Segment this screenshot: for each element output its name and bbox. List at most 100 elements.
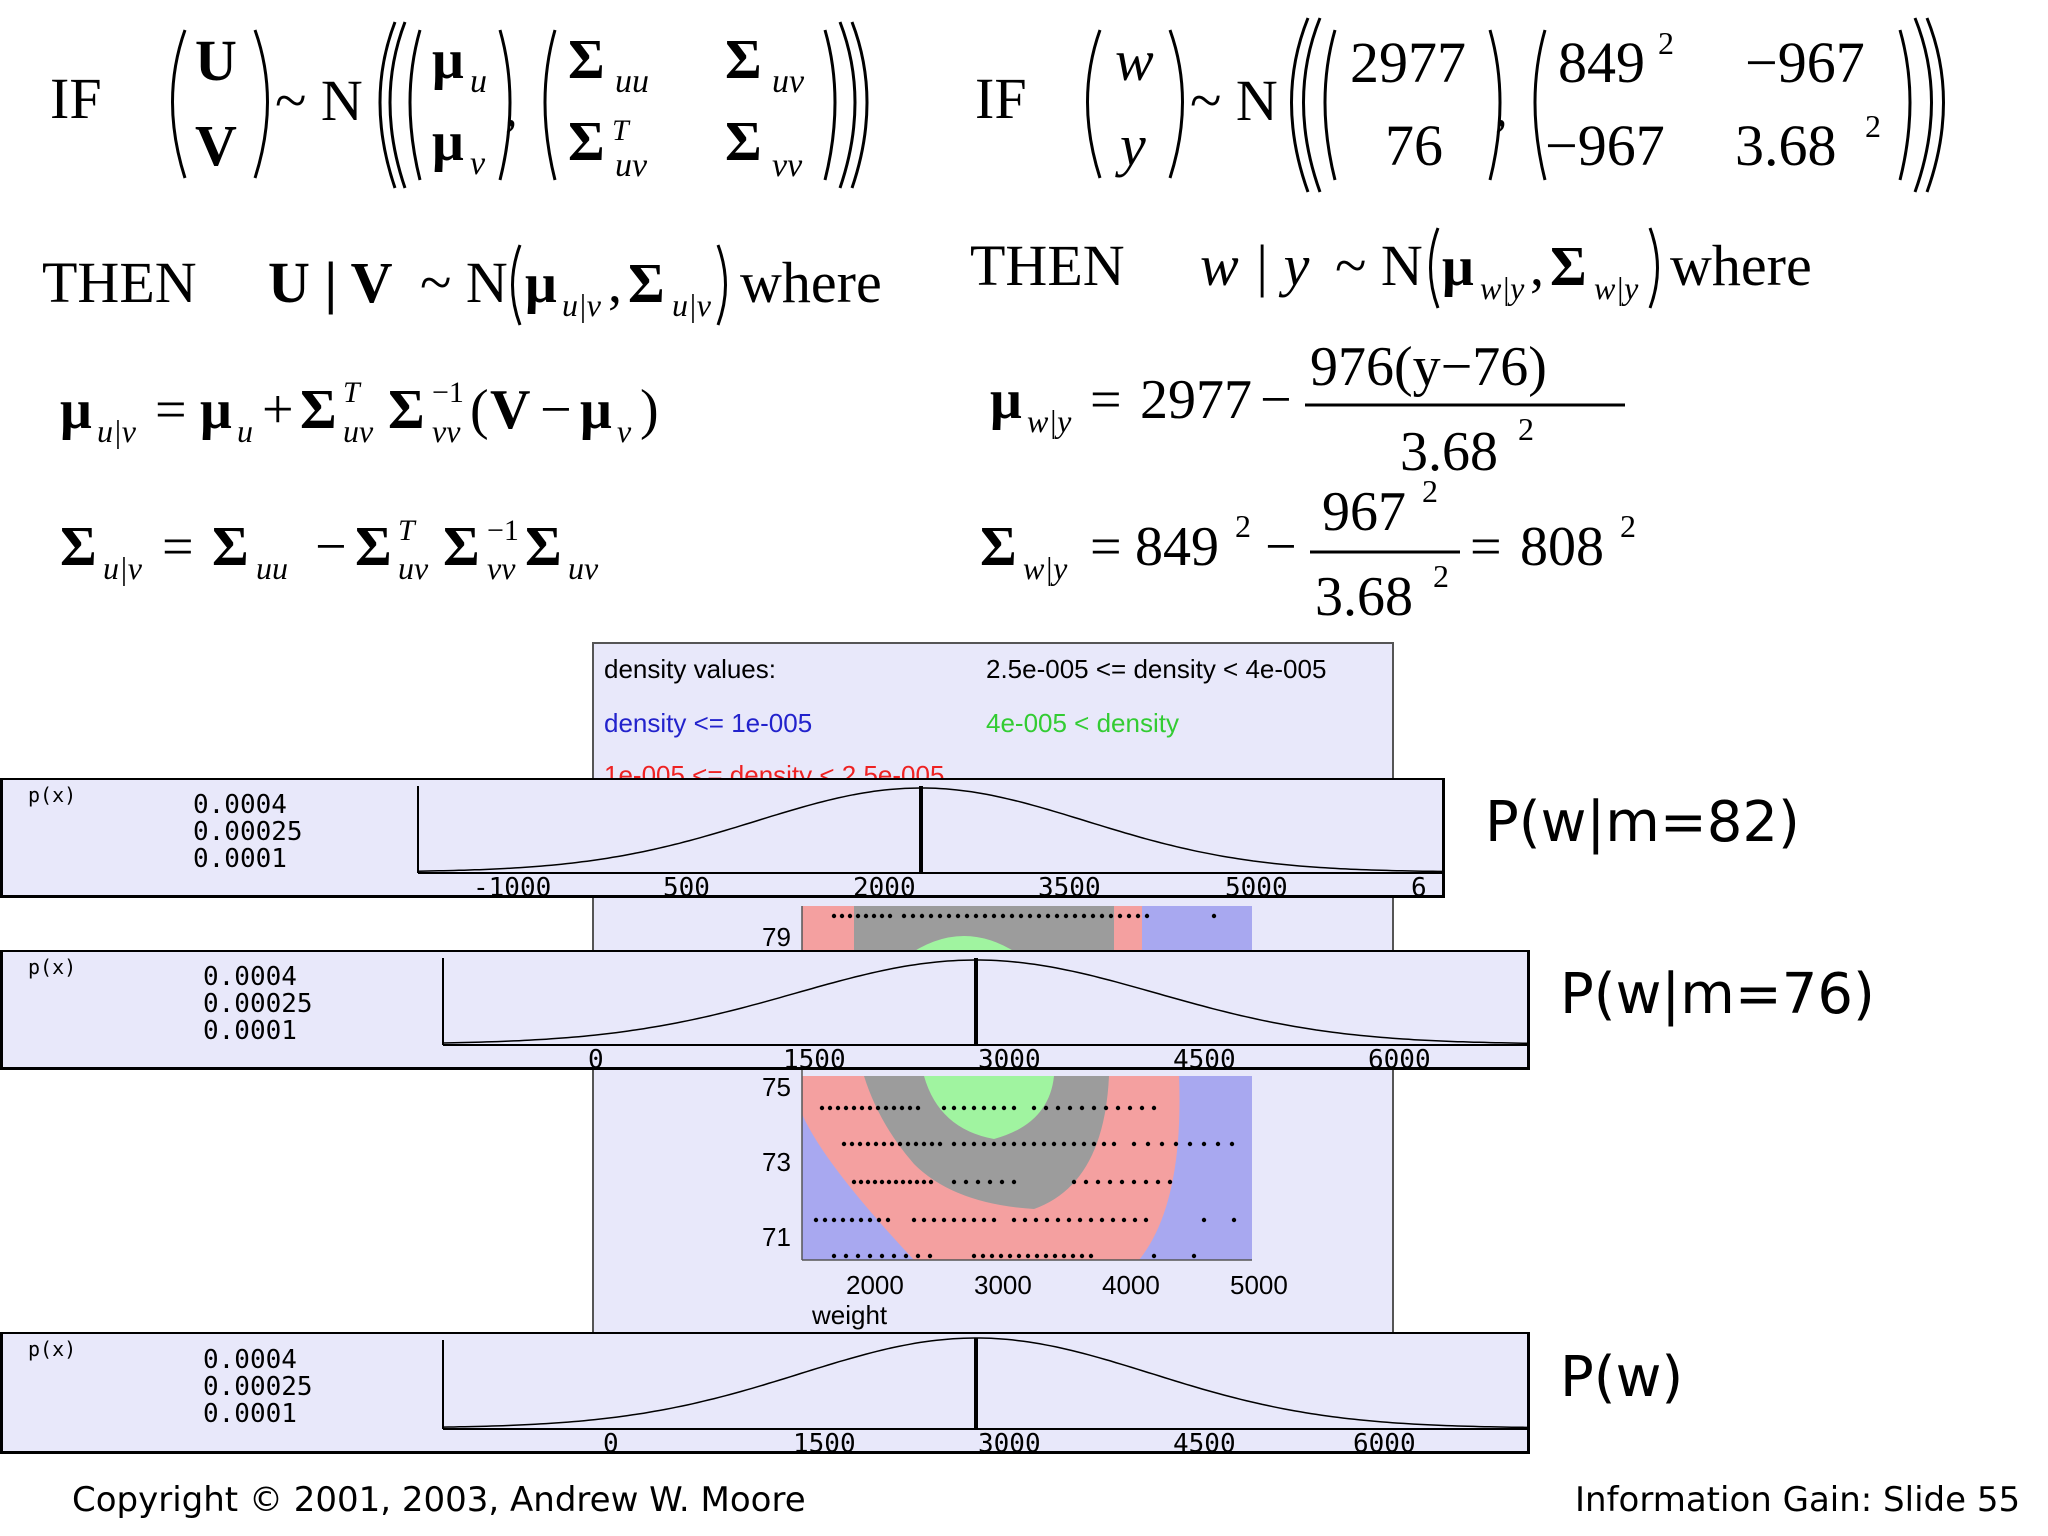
data-point <box>858 1217 864 1223</box>
data-point <box>1101 1141 1107 1147</box>
svg-text:,: , <box>505 80 518 136</box>
data-point <box>907 1179 913 1185</box>
plot2-ytick-3: 0.0001 <box>203 1016 297 1046</box>
data-point <box>827 1105 833 1111</box>
numeric-equations-svg: IF w y ~ N 2977 76 , 849 2 −967 −967 3.6… <box>970 17 1945 628</box>
data-points <box>813 913 1237 1259</box>
sigma-denominator: 3.68 <box>1315 566 1413 628</box>
plot2-label: P(w|m=76) <box>1560 962 1875 1027</box>
data-point <box>1201 1141 1207 1147</box>
data-point <box>1099 913 1105 919</box>
data-point <box>937 1141 943 1147</box>
svg-text:−: − <box>540 379 572 441</box>
data-point <box>971 1141 977 1147</box>
data-point <box>1045 913 1051 919</box>
data-point <box>999 1179 1005 1185</box>
legend-low: density <= 1e-005 <box>604 708 813 738</box>
data-point <box>865 1141 871 1147</box>
data-point <box>907 1105 913 1111</box>
data-point <box>1033 1217 1039 1223</box>
data-point <box>1144 913 1150 919</box>
main-region <box>802 1076 1252 1260</box>
data-point <box>1132 1217 1138 1223</box>
plot-w-given-m82: p(x) 0.0004 0.00025 0.0001 -1000 500 200… <box>0 778 1445 903</box>
svg-text:w|y: w|y <box>1023 550 1068 586</box>
svg-text:Σ: Σ <box>443 516 480 578</box>
data-point <box>1011 1217 1017 1223</box>
svg-text:uv: uv <box>615 147 648 184</box>
svg-text:Σ: Σ <box>388 379 425 441</box>
svg-text:Σ: Σ <box>980 516 1017 578</box>
data-point <box>858 1179 864 1185</box>
data-point <box>1009 913 1015 919</box>
data-point <box>1103 1105 1109 1111</box>
cov-wy: −967 <box>1745 30 1865 95</box>
plot-w-given-m76-svg: p(x) 0.0004 0.00025 0.0001 0 1500 3000 4… <box>28 955 1528 1075</box>
svg-text:2: 2 <box>1235 508 1251 544</box>
data-point <box>1081 1141 1087 1147</box>
data-point <box>1031 1141 1037 1147</box>
data-point <box>991 1141 997 1147</box>
svg-text:v: v <box>617 413 632 449</box>
data-point <box>1115 1105 1121 1111</box>
data-point <box>885 1217 891 1223</box>
data-point <box>1143 1217 1149 1223</box>
data-point <box>1066 1217 1072 1223</box>
y-tick-75: 75 <box>762 1072 791 1102</box>
plot3-xtick-5: 6000 <box>1353 1429 1416 1454</box>
legend-high: 4e-005 < density <box>986 708 1179 738</box>
svg-text:−: − <box>1260 369 1292 431</box>
data-point <box>1229 1141 1235 1147</box>
data-point <box>1061 1141 1067 1147</box>
svg-text:u|v: u|v <box>103 550 143 586</box>
plot1-xtick-5: 5000 <box>1225 873 1288 898</box>
data-point <box>831 913 837 919</box>
data-point <box>1135 913 1141 919</box>
data-point <box>1107 1179 1113 1185</box>
data-point <box>1070 1253 1076 1259</box>
data-point <box>981 1217 987 1223</box>
svg-text:uv: uv <box>343 413 374 449</box>
data-point <box>903 1253 909 1259</box>
data-point <box>955 913 961 919</box>
svg-text:Σ: Σ <box>568 29 605 91</box>
data-point <box>831 1217 837 1223</box>
data-point <box>1054 913 1060 919</box>
data-point <box>1121 1217 1127 1223</box>
data-point <box>941 1217 947 1223</box>
svg-text:vv: vv <box>487 550 516 586</box>
data-point <box>1090 913 1096 919</box>
plot-w-marginal: p(x) 0.0004 0.00025 0.0001 0 1500 3000 4… <box>0 1332 1530 1459</box>
data-point <box>835 1105 841 1111</box>
data-point <box>889 1141 895 1147</box>
data-point <box>1201 1217 1207 1223</box>
svg-text:w|y: w|y <box>1480 270 1525 306</box>
svg-text:=: = <box>1090 369 1122 431</box>
svg-text:uu: uu <box>615 63 649 100</box>
svg-text:~ N: ~ N <box>275 68 363 133</box>
legend-mid-high: 2.5e-005 <= density < 4e-005 <box>986 654 1327 684</box>
cov-ww: 849 <box>1558 30 1645 95</box>
data-point <box>1215 1141 1221 1147</box>
svg-text:y: y <box>1115 113 1146 178</box>
data-point <box>1036 913 1042 919</box>
data-point <box>879 1253 885 1259</box>
plot3-xtick-1: 0 <box>603 1429 619 1454</box>
svg-text:): ) <box>640 379 659 441</box>
svg-text:2: 2 <box>1422 473 1438 509</box>
svg-text:v: v <box>470 145 486 182</box>
svg-text:Σ: Σ <box>525 516 562 578</box>
data-point <box>963 1179 969 1185</box>
data-point <box>1231 1217 1237 1223</box>
data-point <box>921 1141 927 1147</box>
data-point <box>987 1179 993 1185</box>
svg-text:u: u <box>470 63 487 100</box>
data-point <box>1167 1179 1173 1185</box>
mean-w: 2977 <box>1350 30 1466 95</box>
svg-text:μ: μ <box>432 29 464 91</box>
svg-text:μ: μ <box>525 253 557 315</box>
data-point <box>929 1141 935 1147</box>
data-point <box>859 1105 865 1111</box>
svg-text:w: w <box>1115 28 1154 93</box>
plot3-ytick-1: 0.0004 <box>203 1345 297 1375</box>
